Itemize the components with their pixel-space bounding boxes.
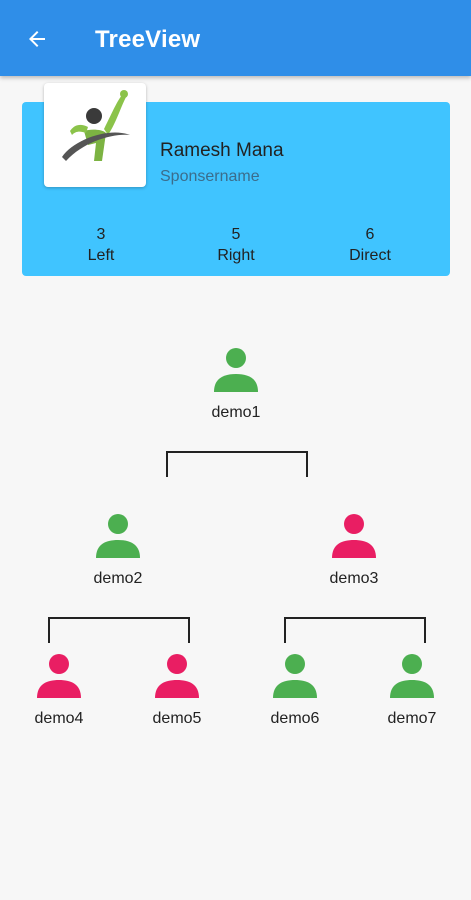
- tree-node-root[interactable]: demo1: [181, 346, 291, 422]
- stat-left-label: Left: [87, 247, 115, 264]
- tree-node-label: demo5: [152, 710, 202, 727]
- tree-node-label: demo7: [387, 710, 437, 727]
- app-bar: TreeView: [0, 0, 471, 76]
- person-icon: [155, 654, 199, 698]
- page-title: TreeView: [95, 26, 201, 53]
- stat-direct-label: Direct: [349, 247, 391, 264]
- stat-left-value: 3: [96, 226, 106, 243]
- profile-logo: [44, 83, 146, 187]
- person-swoosh-logo-icon: [62, 90, 130, 161]
- stat-direct: 6 Direct: [310, 224, 430, 266]
- tree-node-demo3[interactable]: demo3: [299, 512, 409, 588]
- tree-node-label: demo1: [211, 404, 261, 421]
- tree-node-label: demo2: [93, 570, 143, 587]
- tree-node-label: demo4: [34, 710, 84, 727]
- tree-node-label: demo6: [270, 710, 320, 727]
- person-icon: [214, 348, 258, 392]
- connector-root: [166, 451, 308, 477]
- person-icon: [37, 654, 81, 698]
- profile-name: Ramesh Mana: [160, 140, 284, 161]
- stat-right: 5 Right: [176, 224, 296, 266]
- tree-node-demo2[interactable]: demo2: [63, 512, 173, 588]
- person-icon: [96, 514, 140, 558]
- back-button[interactable]: [22, 24, 52, 54]
- tree-node-demo7[interactable]: demo7: [357, 652, 467, 728]
- connector-demo3: [284, 617, 426, 643]
- stat-left: 3 Left: [41, 224, 161, 266]
- tree-node-demo4[interactable]: demo4: [4, 652, 114, 728]
- tree-node-demo5[interactable]: demo5: [122, 652, 232, 728]
- connector-demo2: [48, 617, 190, 643]
- stat-direct-value: 6: [365, 226, 375, 243]
- stat-right-label: Right: [217, 247, 255, 264]
- person-icon: [390, 654, 434, 698]
- tree-node-label: demo3: [329, 570, 379, 587]
- tree-node-demo6[interactable]: demo6: [240, 652, 350, 728]
- profile-subtitle: Sponsername: [160, 168, 260, 185]
- person-icon: [332, 514, 376, 558]
- person-icon: [273, 654, 317, 698]
- stat-right-value: 5: [231, 226, 241, 243]
- arrow-left-icon: [29, 31, 45, 47]
